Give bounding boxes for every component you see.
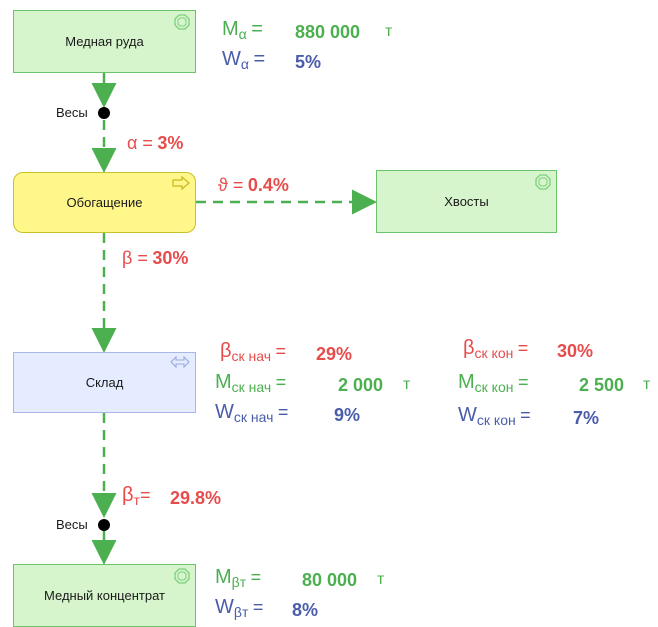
concentrate-moisture-label: Wβт = [215, 596, 264, 620]
concentrate-mass-value: 80 000 [302, 570, 358, 590]
warehouse-end-mass-label: Mск кон = [458, 371, 529, 395]
scale-bottom-dot [98, 519, 110, 531]
node-copper-concentrate[interactable]: Медный концентрат [13, 564, 196, 627]
warehouse-end-beta-value: 30% [557, 341, 594, 361]
node-enrichment[interactable]: Обогащение [13, 172, 196, 233]
warehouse-end-mass-value: 2 500 [579, 375, 625, 395]
warehouse-start-moisture-value: 9% [334, 405, 361, 425]
double-arrow-icon [170, 356, 190, 368]
concentrate-mass-unit: т [377, 571, 385, 588]
ore-moisture-label: Wα = [222, 48, 266, 72]
scale-top-label: Весы [56, 105, 88, 120]
ore-mass-value: 880 000 [295, 22, 361, 42]
ore-mass-label: Mα = [222, 18, 263, 42]
theta-label: ϑ = 0.4% [218, 175, 289, 195]
node-enrichment-label: Обогащение [66, 195, 143, 210]
warehouse-end-mass-unit: т [643, 376, 651, 393]
node-copper-ore-label: Медная руда [65, 34, 144, 49]
alpha-label: α = 3% [127, 133, 184, 153]
warehouse-start-moisture-label: Wск нач = [215, 401, 289, 425]
warehouse-start-beta-value: 29% [316, 344, 353, 364]
warehouse-end-moisture-label: Wск кон = [458, 404, 531, 428]
node-warehouse-label: Склад [85, 375, 124, 390]
ore-mass-unit: т [385, 23, 393, 40]
scale-top-dot [98, 107, 110, 119]
beta-t-label: βт= [122, 484, 151, 508]
node-tailings[interactable]: Хвосты [376, 170, 557, 233]
concentrate-moisture-value: 8% [292, 600, 319, 620]
node-copper-concentrate-label: Медный концентрат [44, 588, 165, 603]
octagon-icon [174, 14, 190, 30]
octagon-icon [174, 568, 190, 584]
warehouse-start-beta-label: βск нач = [220, 340, 287, 364]
arrow-right-icon [172, 176, 190, 190]
warehouse-start-mass-value: 2 000 [338, 375, 384, 395]
node-warehouse[interactable]: Склад [13, 352, 196, 413]
scale-bottom-label: Весы [56, 517, 88, 532]
node-copper-ore[interactable]: Медная руда [13, 10, 196, 73]
octagon-icon [535, 174, 551, 190]
beta-label: β = 30% [122, 248, 189, 268]
concentrate-mass-label: Mβт = [215, 566, 262, 590]
beta-t-value: 29.8% [170, 488, 222, 508]
node-tailings-label: Хвосты [444, 194, 489, 209]
warehouse-start-mass-unit: т [403, 376, 411, 393]
ore-moisture-value: 5% [295, 52, 322, 72]
warehouse-end-moisture-value: 7% [573, 408, 600, 428]
warehouse-end-beta-label: βск кон = [463, 337, 529, 361]
warehouse-start-mass-label: Mск нач = [215, 371, 287, 395]
